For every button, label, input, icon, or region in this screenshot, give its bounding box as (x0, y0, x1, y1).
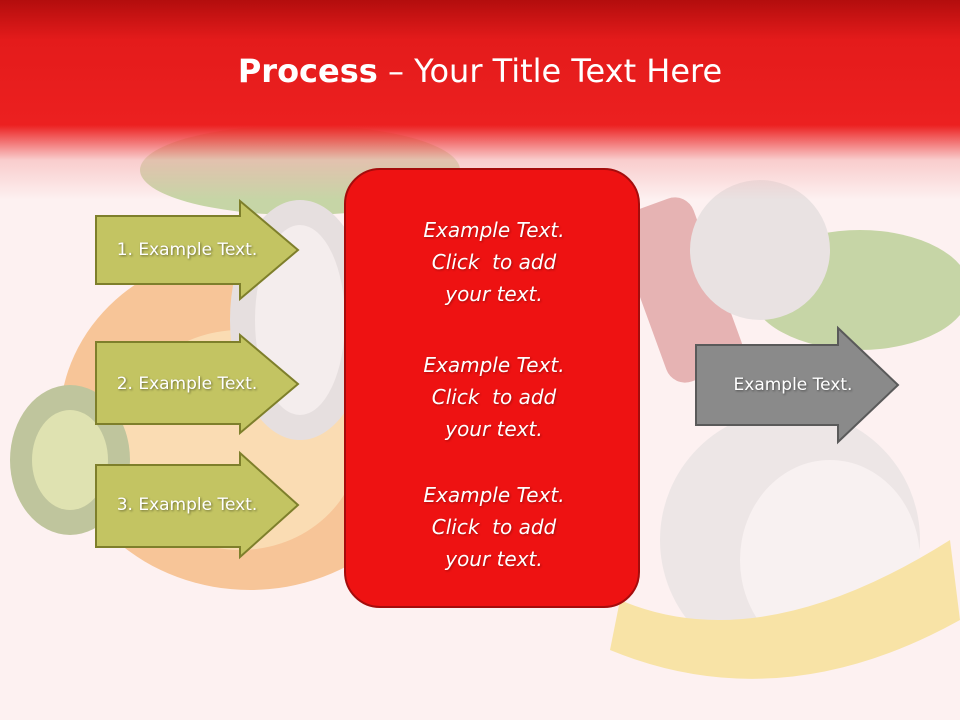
result-arrow[interactable]: Example Text. (695, 325, 900, 445)
result-label: Example Text. (733, 375, 853, 395)
title-bold: Process (237, 52, 378, 90)
center-item-3: Example Text. Click to add your text. (423, 483, 565, 571)
step-label-2: 2. Example Text. (116, 374, 258, 394)
step-label-1: 1. Example Text. (116, 240, 258, 260)
step-arrow-3[interactable]: 3. Example Text. (95, 450, 300, 560)
step-arrow-2[interactable]: 2. Example Text. (95, 332, 300, 436)
center-item-1: Example Text. Click to add your text. (423, 218, 565, 306)
arrow-right-icon (695, 325, 900, 445)
title-rest: – Your Title Text Here (377, 52, 723, 90)
arrow-right-icon (95, 198, 300, 302)
step-arrow-1[interactable]: 1. Example Text. (95, 198, 300, 302)
title-bar (0, 0, 960, 200)
slide-title[interactable]: Process – Your Title Text Here (0, 52, 960, 90)
step-label-3: 3. Example Text. (116, 495, 258, 515)
center-item-2: Example Text. Click to add your text. (423, 353, 565, 441)
arrow-right-icon (95, 450, 300, 560)
arrow-right-icon (95, 332, 300, 436)
center-text-box[interactable]: Example Text. Click to add your text. Ex… (344, 168, 640, 608)
